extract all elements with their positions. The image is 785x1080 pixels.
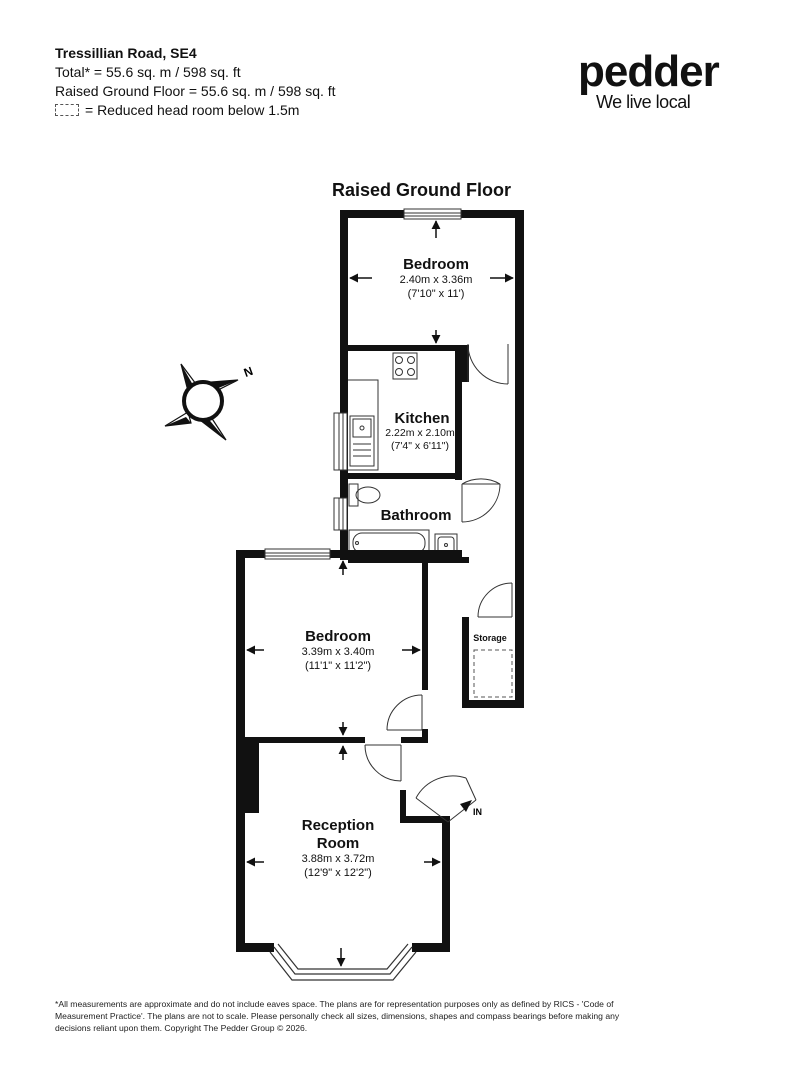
toilet-icon xyxy=(348,483,381,507)
room-size-imperial: (7'4" x 6'11") xyxy=(391,440,449,452)
lower-block-walls xyxy=(236,550,462,952)
sink-icon xyxy=(359,425,365,431)
room-name: Reception xyxy=(302,817,375,834)
entrance-arrow-icon xyxy=(460,800,472,812)
window-kitchen xyxy=(333,412,348,471)
door-reception xyxy=(364,744,402,782)
room-size-imperial: (12'9" x 12'2") xyxy=(304,867,372,879)
floor-title: Raised Ground Floor xyxy=(332,180,512,200)
pedder-logo: pedder We live local xyxy=(578,47,720,113)
door-bathroom xyxy=(461,478,501,523)
room-kitchen: Kitchen 2.22m x 2.10m (7'4" x 6'11") xyxy=(385,410,455,452)
door-bedroom-lower xyxy=(386,694,423,731)
compass-icon: N xyxy=(164,363,255,441)
room-name: Bathroom xyxy=(381,507,452,524)
room-name-line2: Room xyxy=(317,835,360,852)
room-name: Storage xyxy=(473,633,507,643)
room-name: Bedroom xyxy=(403,256,469,273)
logo-tagline: We live local xyxy=(596,92,691,112)
room-size-imperial: (7'10" x 11') xyxy=(408,288,465,300)
floor-area: Raised Ground Floor = 55.6 sq. m / 598 s… xyxy=(55,83,336,99)
plan-header: Tressillian Road, SE4 Total* = 55.6 sq. … xyxy=(55,44,336,120)
room-size-metric: 3.88m x 3.72m xyxy=(302,853,375,865)
room-name: Kitchen xyxy=(394,410,449,427)
kitchen-fittings xyxy=(348,352,418,471)
window-bedroom-top xyxy=(403,208,462,220)
compass-north-label: N xyxy=(242,364,255,380)
room-size-metric: 2.22m x 2.10m xyxy=(385,427,455,439)
room-bathroom: Bathroom xyxy=(381,507,452,524)
room-size-imperial: (11'1" x 11'2") xyxy=(305,660,371,672)
room-bedroom-lower: Bedroom 3.39m x 3.40m (11'1" x 11'2") xyxy=(302,628,375,672)
window-bathroom xyxy=(333,497,348,531)
logo-word: pedder xyxy=(578,47,720,96)
disclaimer: *All measurements are approximate and do… xyxy=(55,999,620,1033)
dimension-arrows xyxy=(246,220,514,967)
door-storage xyxy=(477,582,513,618)
room-reception: Reception Room 3.88m x 3.72m (12'9" x 12… xyxy=(302,817,375,879)
room-bedroom-top: Bedroom 2.40m x 3.36m (7'10" x 11') xyxy=(400,256,473,300)
room-name: Bedroom xyxy=(305,628,371,645)
entrance-door xyxy=(415,775,477,823)
window-bedroom-lower xyxy=(264,548,331,560)
dashed-box-icon xyxy=(55,104,79,116)
bay-window xyxy=(269,943,417,981)
headroom-legend: = Reduced head room below 1.5m xyxy=(55,101,336,120)
headroom-legend-text: = Reduced head room below 1.5m xyxy=(85,102,300,118)
room-size-metric: 2.40m x 3.36m xyxy=(400,274,473,286)
total-area: Total* = 55.6 sq. m / 598 sq. ft xyxy=(55,64,241,80)
entrance-label: IN xyxy=(473,807,482,817)
room-size-metric: 3.39m x 3.40m xyxy=(302,646,375,658)
door-bedroom-top xyxy=(467,343,509,385)
property-address: Tressillian Road, SE4 xyxy=(55,45,197,61)
storage-reduced-headroom xyxy=(473,649,513,698)
upper-block-walls xyxy=(340,210,524,708)
room-storage: Storage xyxy=(473,633,507,643)
